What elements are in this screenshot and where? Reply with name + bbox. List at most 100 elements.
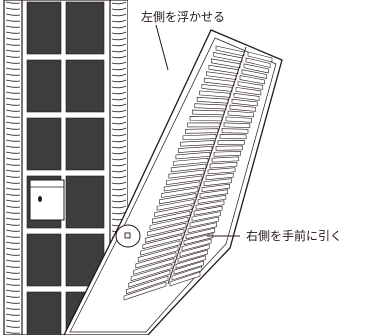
grille-cell <box>26 59 62 113</box>
panel-slot <box>140 240 181 256</box>
panel-slot <box>149 216 189 230</box>
shell-rib <box>111 49 127 53</box>
shell-rib <box>111 187 127 191</box>
panel-slot <box>191 211 221 222</box>
shell-rib <box>111 199 127 203</box>
shell-rib <box>5 301 21 304</box>
tower-left-ribs <box>5 1 21 334</box>
panel-slot <box>133 258 175 275</box>
leader-line-lift-left <box>155 24 169 71</box>
panel-slot <box>208 64 239 75</box>
filter-clip-screw-icon <box>124 232 131 239</box>
panel-slot <box>223 122 251 129</box>
panel-slot <box>128 269 171 288</box>
shell-rib <box>111 13 127 17</box>
panel-slot <box>181 238 212 252</box>
shell-rib <box>5 139 21 142</box>
shell-rib <box>5 283 21 286</box>
shell-rib <box>111 67 127 71</box>
panel-slot <box>219 134 247 140</box>
panel-slot <box>233 92 260 101</box>
grille-cell <box>26 117 62 171</box>
shell-rib <box>111 193 127 197</box>
shell-rib <box>111 115 127 119</box>
panel-slot <box>195 200 225 210</box>
shell-rib <box>5 109 21 112</box>
shell-rib <box>5 295 21 298</box>
shell-rib <box>5 247 21 250</box>
shell-rib <box>111 139 127 143</box>
grille-cell <box>65 59 105 113</box>
panel-slot <box>229 104 256 112</box>
panel-slot <box>245 57 271 68</box>
shell-rib <box>5 91 21 94</box>
grille-cell <box>65 117 105 171</box>
panel-slot <box>199 90 231 98</box>
shell-rib <box>5 217 21 220</box>
shell-rib <box>111 163 127 167</box>
shell-rib <box>111 73 127 77</box>
filter-panel-divider <box>167 46 247 285</box>
panel-slot <box>169 271 201 287</box>
shell-rib <box>5 43 21 46</box>
shell-rib <box>5 313 21 316</box>
pull-right-side-label: 右側を手前に引く <box>246 229 343 243</box>
panel-slot <box>137 246 179 262</box>
shell-rib <box>5 271 21 274</box>
panel-slot <box>210 58 241 69</box>
panel-slot <box>185 128 219 134</box>
panel-slot <box>147 222 187 237</box>
shell-rib <box>5 211 21 214</box>
shell-rib <box>111 205 127 209</box>
panel-slot <box>135 252 177 269</box>
shell-rib <box>5 103 21 106</box>
lift-left-side-label: 左側を浮かせる <box>141 10 226 24</box>
shell-rib <box>5 151 21 154</box>
shell-rib <box>5 85 21 88</box>
shell-rib <box>111 175 127 179</box>
shell-rib <box>111 151 127 155</box>
shell-rib <box>111 133 127 137</box>
panel-slot <box>247 51 273 63</box>
shell-rib <box>5 193 21 196</box>
shell-rib <box>111 157 127 161</box>
grille-cell <box>26 233 62 287</box>
shell-rib <box>111 145 127 149</box>
panel-slot <box>203 178 232 187</box>
panel-slot <box>206 71 237 80</box>
panel-slot <box>205 172 234 181</box>
panel-slot <box>196 96 229 104</box>
shell-rib <box>5 163 21 166</box>
latch-hole-icon <box>38 196 42 202</box>
shell-rib <box>5 67 21 70</box>
shell-rib <box>5 31 21 34</box>
panel-slot <box>239 75 265 85</box>
shell-rib <box>111 1 127 5</box>
shell-rib <box>5 331 21 334</box>
shell-rib <box>111 37 127 41</box>
shell-rib <box>5 127 21 130</box>
shell-rib <box>5 169 21 172</box>
panel-slot <box>156 199 195 211</box>
shell-rib <box>5 235 21 238</box>
shell-rib <box>111 127 127 131</box>
shell-rib <box>111 121 127 125</box>
filter-panel-slots <box>123 45 273 301</box>
shell-rib <box>5 7 21 10</box>
shell-rib <box>111 31 127 35</box>
panel-slot <box>189 116 223 122</box>
panel-slot <box>187 122 221 128</box>
panel-slot <box>185 227 216 240</box>
grille-cell <box>26 1 62 55</box>
panel-slot <box>183 233 214 246</box>
shell-rib <box>5 121 21 124</box>
panel-slot <box>213 150 241 157</box>
shell-rib <box>5 79 21 82</box>
shell-rib <box>5 175 21 178</box>
panel-slot <box>201 183 230 192</box>
shell-rib <box>5 115 21 118</box>
panel-slot <box>237 81 264 90</box>
shell-rib <box>5 13 21 16</box>
panel-slot <box>177 249 208 263</box>
shell-rib <box>5 1 21 4</box>
